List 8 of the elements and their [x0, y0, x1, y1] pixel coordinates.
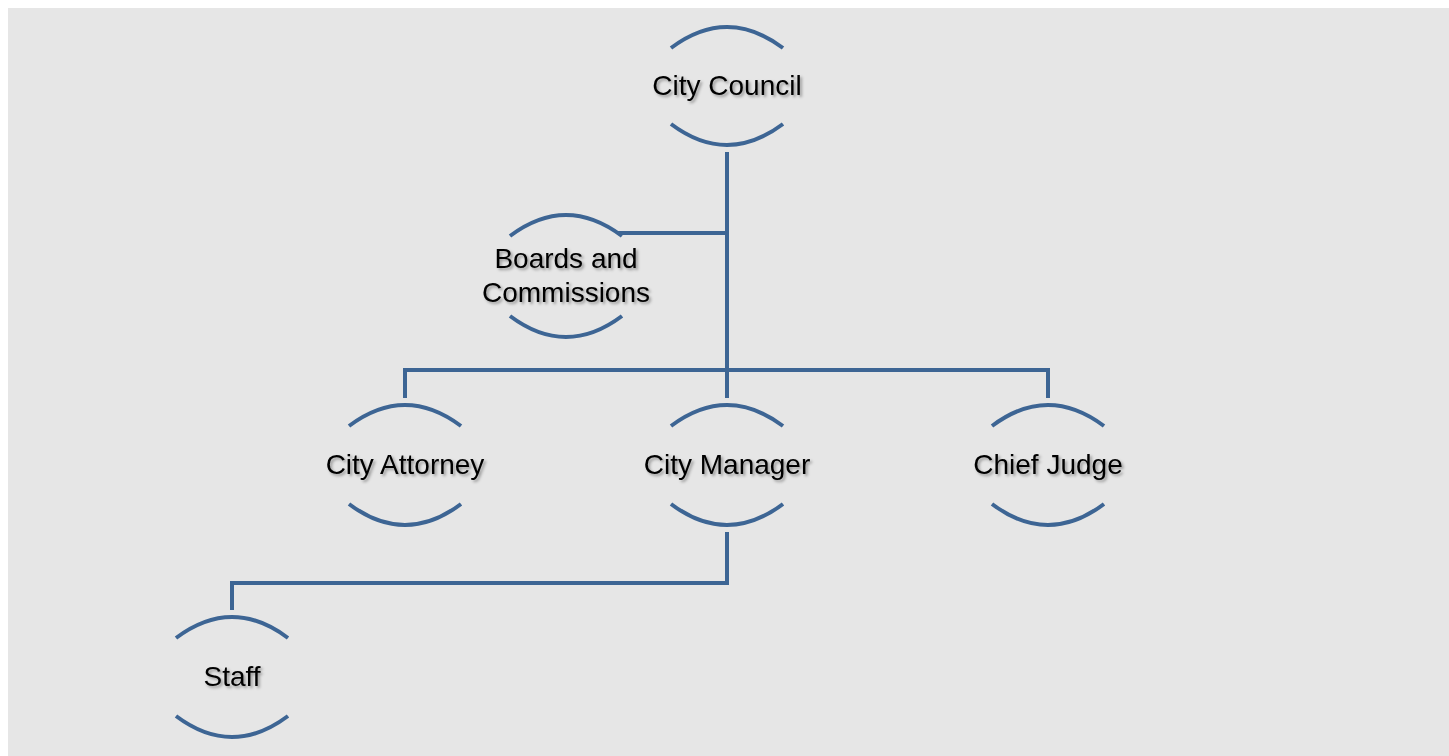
- node-label: City Attorney: [325, 448, 485, 482]
- connector-line: [725, 152, 1050, 398]
- node-label: Chief Judge: [973, 448, 1123, 482]
- node-label: Staff: [203, 660, 261, 694]
- node-label: City Manager: [643, 448, 811, 482]
- connector-line: [230, 532, 729, 610]
- node-label: Boards and Commissions: [481, 242, 651, 310]
- node-label: City Council: [652, 69, 802, 103]
